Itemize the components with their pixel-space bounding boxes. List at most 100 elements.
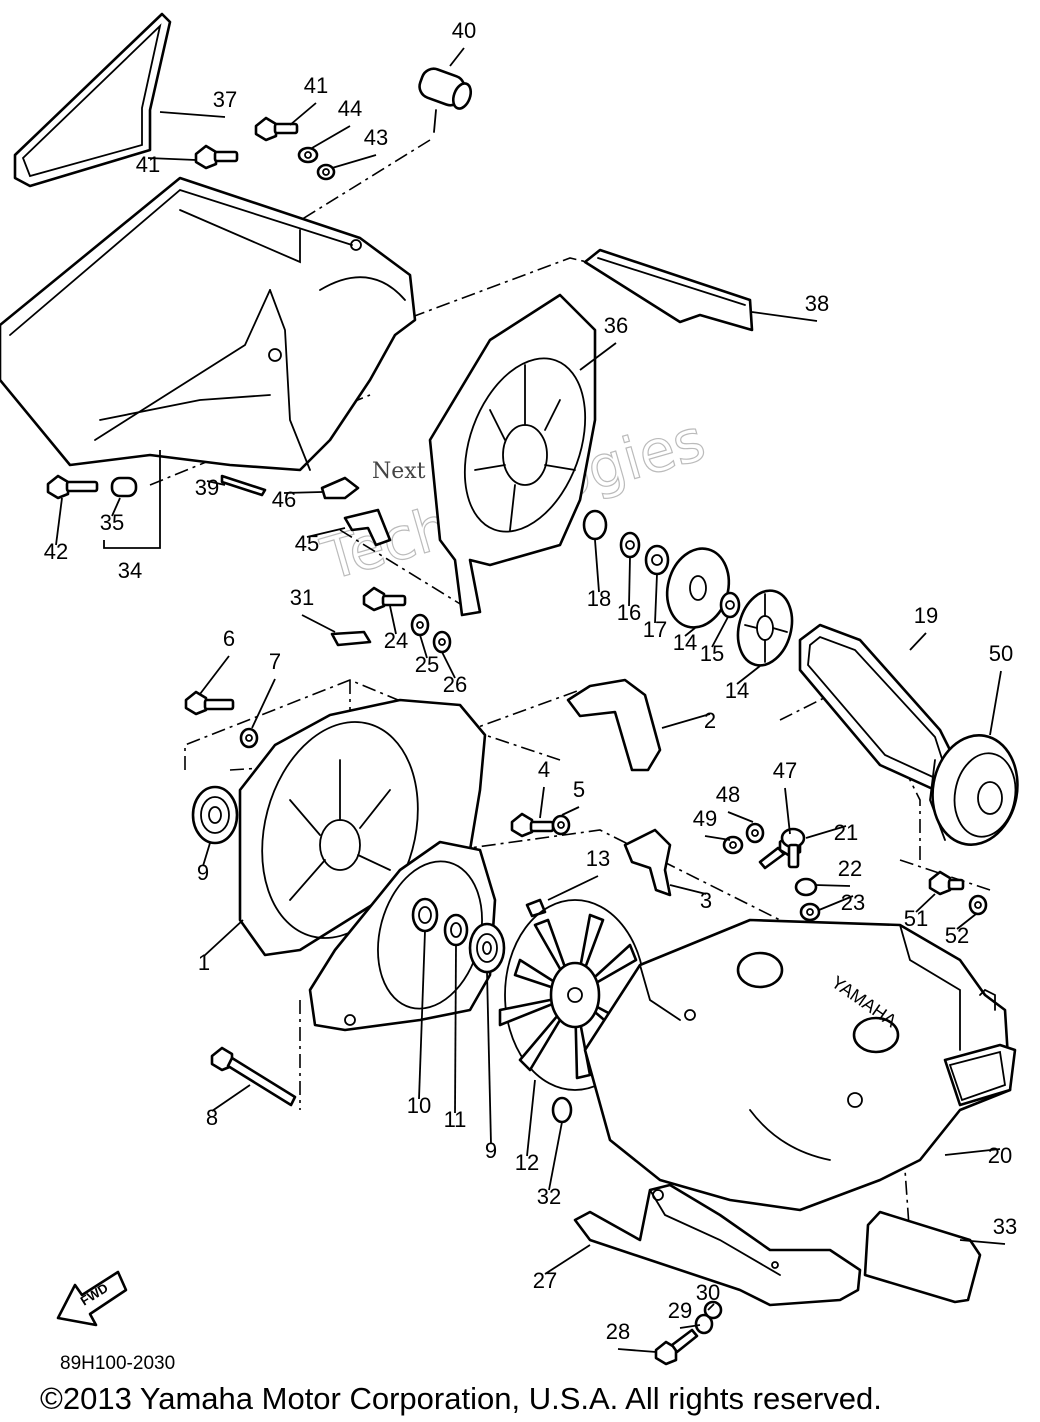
callout-label: 8 <box>206 1105 218 1130</box>
leader-line <box>909 632 927 651</box>
leader-line <box>251 678 276 729</box>
part-10-circlip <box>411 897 439 933</box>
callout-label: 32 <box>537 1184 561 1209</box>
leader-line <box>202 842 211 867</box>
leader-line <box>707 1303 715 1311</box>
part-11-washer <box>443 913 469 947</box>
part-2-cover <box>566 678 662 772</box>
part-32-washer <box>551 1096 573 1124</box>
leader-line <box>441 651 456 679</box>
part-36-fan-shroud <box>428 293 597 617</box>
part-9-bearing-left <box>191 785 239 845</box>
leader-line <box>301 614 336 633</box>
callout-label: 29 <box>668 1298 692 1323</box>
callout-label: 26 <box>443 672 467 697</box>
callout-label: 27 <box>533 1268 557 1293</box>
leader-line <box>311 125 351 149</box>
callout-label: 47 <box>773 758 797 783</box>
callout-label: 33 <box>993 1214 1017 1239</box>
leader-line <box>579 342 617 371</box>
callout-label: 48 <box>716 782 740 807</box>
callout-label: 1 <box>198 950 210 975</box>
callout-label: 52 <box>945 923 969 948</box>
callout-label: 4 <box>538 757 550 782</box>
callout-label: 38 <box>805 291 829 316</box>
leader-line <box>147 157 197 161</box>
leader-line <box>211 1084 251 1112</box>
callout-label: 41 <box>304 73 328 98</box>
callout-label: 24 <box>384 628 408 653</box>
part-37-gasket <box>13 12 172 188</box>
callout-label: 34 <box>118 558 142 583</box>
part-39-clip <box>220 474 267 497</box>
leader-line <box>306 527 346 538</box>
part-30-nut <box>703 1300 723 1320</box>
leader-line <box>989 670 1002 736</box>
leader-line <box>111 497 121 517</box>
leader-line <box>544 1244 591 1275</box>
part-29-washer <box>694 1313 714 1335</box>
part-22-grommet <box>794 877 818 897</box>
leader-line <box>594 539 600 593</box>
part-5-washer <box>551 814 571 836</box>
callout-label: 40 <box>452 18 476 43</box>
part-46-grommet <box>320 476 360 500</box>
part-20-main-cover: YAMAHA <box>583 918 1017 1212</box>
part-38-cover <box>583 248 754 332</box>
callout-label: 22 <box>838 856 862 881</box>
callout-label: 23 <box>841 890 865 915</box>
callout-label: 37 <box>213 87 237 112</box>
callout-label: 14 <box>673 630 697 655</box>
part-25-nut <box>410 613 430 637</box>
leader-line <box>818 895 854 911</box>
leader-line <box>449 47 465 67</box>
leader-line <box>454 944 457 1114</box>
leader-line <box>526 1079 536 1157</box>
leader-line <box>654 573 658 624</box>
callout-label: 43 <box>364 125 388 150</box>
leader-line <box>704 835 731 841</box>
leader-line <box>206 480 226 486</box>
leader-line <box>548 1121 563 1191</box>
leader-line <box>199 655 230 695</box>
callout-label: 7 <box>269 649 281 674</box>
leader-line <box>159 111 226 118</box>
callout-label: 41 <box>136 152 160 177</box>
callout-label: 9 <box>197 860 209 885</box>
leader-line <box>679 1324 701 1329</box>
callout-label: 42 <box>44 539 68 564</box>
leader-line <box>944 1148 1001 1156</box>
leader-line <box>711 616 729 648</box>
callout-label: 45 <box>295 531 319 556</box>
leader-line <box>727 811 754 823</box>
part-41-bolt-left <box>194 144 239 170</box>
copyright-notice: ©2013 Yamaha Motor Corporation, U.S.A. A… <box>40 1381 882 1416</box>
callout-label: 16 <box>617 600 641 625</box>
part-42-bolt <box>46 474 99 500</box>
part-28-bolt <box>654 1328 699 1366</box>
callout-label: 6 <box>223 626 235 651</box>
leader-line <box>959 1239 1006 1245</box>
leader-line <box>539 786 545 819</box>
part-1-fan-case <box>238 698 497 1032</box>
part-43-washer <box>316 163 336 181</box>
callout-label: 5 <box>573 777 585 802</box>
part-21-screw <box>780 827 806 869</box>
part-41-bolt-upper <box>254 116 299 142</box>
leader-line <box>814 884 851 887</box>
part-40-fitting <box>418 67 473 133</box>
callout-label: 21 <box>834 820 858 845</box>
part-6-bolt <box>184 690 235 716</box>
leader-line <box>617 1348 657 1353</box>
part-19-belt <box>798 623 957 792</box>
part-8-bolt <box>210 1046 297 1107</box>
leader-line <box>684 627 696 637</box>
callout-label: 3 <box>700 888 712 913</box>
leader-line <box>628 556 631 607</box>
part-49-washer <box>722 835 744 855</box>
callout-label: 49 <box>693 806 717 831</box>
leader-line <box>289 102 317 126</box>
part-50-pulley <box>929 734 1019 846</box>
part-35-collar <box>110 476 138 498</box>
leader-line <box>669 884 707 895</box>
